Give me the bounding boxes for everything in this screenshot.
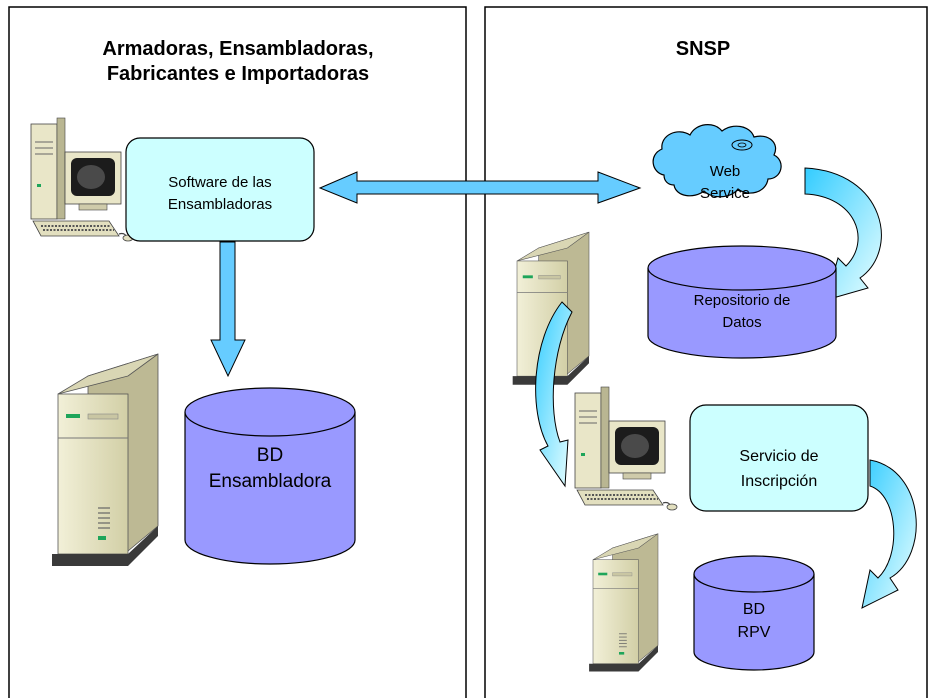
curved-arrow-servicio-to-rpv [861, 459, 917, 609]
servicio-inscripcion-box [689, 404, 869, 512]
server-tower-icon [588, 533, 659, 672]
curved-arrow-repo-to-servicio [535, 301, 573, 488]
web-service-label-line2: Service [700, 185, 750, 202]
database-cylinder-icon [693, 555, 815, 671]
down-arrow [210, 241, 246, 378]
left-panel-frame [8, 6, 467, 698]
servicio-label-line2: Inscripción [741, 473, 817, 490]
bd-rpv-label-line2: RPV [738, 624, 771, 641]
bd-rpv-label-line1: BD [743, 601, 765, 618]
left-panel-title-line1: Armadoras, Ensambladoras, [102, 38, 373, 60]
left-panel-title-line2: Fabricantes e Importadoras [107, 63, 369, 85]
desktop-computer-icon [574, 386, 678, 511]
software-box-label-line2: Ensambladoras [168, 196, 272, 213]
database-cylinder-icon [647, 245, 837, 359]
bidirectional-arrow [318, 171, 642, 204]
bd-ensambladora-label-line1: BD [257, 445, 283, 466]
servicio-label-line1: Servicio de [739, 448, 818, 465]
software-ensambladoras-box [125, 137, 315, 242]
web-service-label-line1: Web [710, 163, 741, 180]
right-panel-frame [484, 6, 928, 698]
server-tower-icon [51, 353, 159, 567]
repositorio-label-line2: Datos [722, 314, 761, 331]
desktop-computer-icon [30, 117, 134, 242]
database-cylinder-icon [184, 387, 356, 565]
repositorio-label-line1: Repositorio de [694, 292, 791, 309]
right-panel-title: SNSP [676, 38, 730, 60]
cloud-icon [652, 124, 782, 198]
bd-ensambladora-label-line2: Ensambladora [209, 471, 332, 492]
curved-arrow-web-to-repo [804, 167, 882, 301]
software-box-label-line1: Software de las [168, 174, 271, 191]
